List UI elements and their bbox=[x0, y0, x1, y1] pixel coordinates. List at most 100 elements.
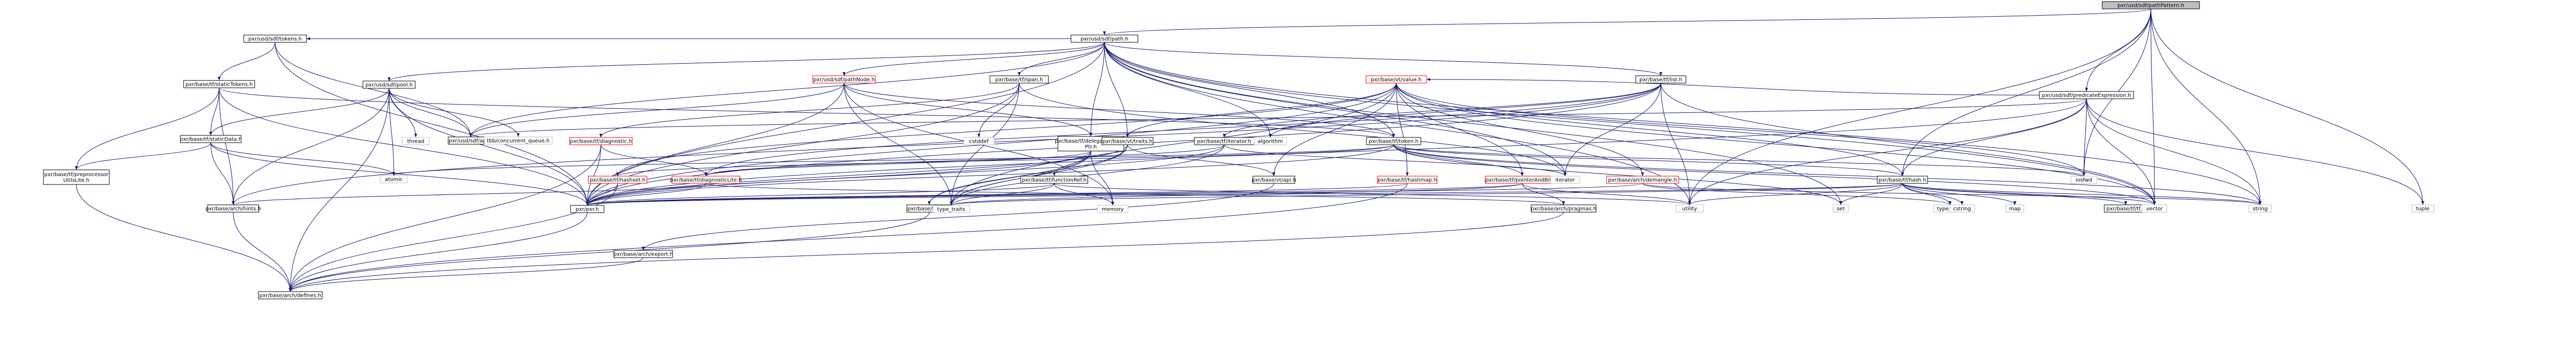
node-label: tuple bbox=[2416, 206, 2430, 212]
edge-pathPattern-to-predicateExpression bbox=[2085, 8, 2151, 92]
node-label: pxr/base/tf/diagnostic.h bbox=[570, 139, 632, 145]
node-static-data[interactable]: pxr/base/tf/staticData.h bbox=[180, 135, 242, 143]
node-diagnostic-lite[interactable]: pxr/base/tf/diagnosticLite.h bbox=[670, 176, 742, 184]
edge-pragmas-to-archDefines bbox=[289, 212, 1564, 292]
node-vt-traits[interactable]: pxr/base/vt/traits.h bbox=[1101, 137, 1154, 145]
node-box bbox=[1377, 176, 1438, 184]
edge-staticData-to-atomic bbox=[210, 142, 395, 176]
graph-nodes: pxr/usd/sdf/pathPattern.h pxr/usd/sdf/pat… bbox=[43, 1, 2434, 299]
edge-path-to-pathNode bbox=[842, 42, 1105, 76]
node-box bbox=[569, 137, 633, 145]
edge-tfToken-to-pxrH bbox=[586, 144, 1394, 206]
node-label: pxr/base/tf/hashmap.h bbox=[1377, 178, 1437, 183]
node-hints[interactable]: pxr/base/arch/hints.h bbox=[206, 204, 261, 213]
node-path-pattern[interactable]: pxr/usd/sdf/pathPattern.h bbox=[2102, 1, 2200, 9]
edge-vtValue-to-pointerAndBits bbox=[1396, 83, 1524, 177]
node-pragmas[interactable]: pxr/base/arch/pragmas.h bbox=[1531, 204, 1597, 213]
node-box bbox=[1366, 137, 1421, 145]
edge-staticTokens-to-staticData bbox=[209, 87, 220, 136]
node-tf-list[interactable]: pxr/base/tf/list.h bbox=[1635, 75, 1686, 84]
node-box bbox=[258, 291, 323, 299]
node-label: pxr/base/tf/functionRef.h bbox=[1022, 178, 1087, 183]
node-string: string bbox=[2248, 204, 2272, 213]
node-pxr-h[interactable]: pxr/pxr.h bbox=[570, 205, 605, 213]
edge-vtValue-to-vtTraits bbox=[1126, 83, 1397, 138]
node-path-node[interactable]: pxr/usd/sdf/pathNode.h bbox=[812, 75, 876, 84]
edge-sdfTokens-to-sdfApi bbox=[275, 42, 472, 137]
edge-hashmap-to-pxrH bbox=[586, 183, 1408, 206]
node-function-ref[interactable]: pxr/base/tf/functionRef.h bbox=[1020, 176, 1088, 184]
node-label: string bbox=[2253, 206, 2268, 212]
node-diagnostic[interactable]: pxr/base/tf/diagnostic.h bbox=[569, 137, 633, 145]
node-label: pxr/base/vt/value.h bbox=[1371, 77, 1422, 83]
node-iterator: iterator bbox=[1550, 176, 1580, 184]
node-path[interactable]: pxr/usd/sdf/path.h bbox=[1070, 34, 1138, 43]
node-predicate-expression[interactable]: pxr/usd/sdf/predicateExpression.h bbox=[2039, 91, 2134, 99]
edge-pointerAndBits-to-utility bbox=[1522, 183, 1691, 205]
edge-sdfPool-to-sdfApi bbox=[389, 88, 472, 137]
node-label: pxr/base/tf/hash.h bbox=[1878, 178, 1926, 183]
node-box bbox=[812, 75, 876, 84]
edge-path-to-utility bbox=[1104, 42, 1691, 205]
node-box bbox=[1550, 176, 1580, 184]
node-sdf-pool[interactable]: pxr/usd/sdf/pool.h bbox=[362, 80, 416, 89]
edge-vtValue-to-tfHash bbox=[1396, 83, 1904, 177]
node-label: pxr/base/vt/api.h bbox=[1252, 178, 1296, 183]
node-sdf-api[interactable]: pxr/usd/sdf/api.h bbox=[448, 136, 494, 145]
node-algorithm: algorithm bbox=[1253, 137, 1287, 145]
node-box bbox=[2248, 204, 2272, 213]
node-label: thread bbox=[407, 139, 425, 145]
node-sdf-tokens[interactable]: pxr/usd/sdf/tokens.h bbox=[243, 34, 307, 43]
edge-tfToken-to-set bbox=[1393, 144, 1842, 205]
edge-tfToken-to-iosfwd bbox=[1393, 144, 2085, 177]
edge-path-to-algorithm bbox=[1104, 42, 1272, 138]
edge-vtTraits-to-vtApi bbox=[1127, 144, 1275, 177]
node-label: pxr/base/arch/defines.h bbox=[259, 293, 321, 299]
node-tf-iterator[interactable]: pxr/base/tf/iterator.h bbox=[1194, 137, 1255, 145]
node-arch-export[interactable]: pxr/base/arch/export.h bbox=[613, 250, 673, 258]
node-label: pxr/base/tf/tf.h bbox=[2106, 206, 2145, 212]
edge-vtValue-to-typeTraits bbox=[950, 83, 1397, 206]
node-demangle[interactable]: pxr/base/arch/demangle.h bbox=[1606, 176, 1679, 184]
edge-sdfPool-to-tbbQueue bbox=[389, 88, 520, 137]
node-iosfwd: iosfwd bbox=[2070, 176, 2098, 184]
edge-hashmap-to-archDefines bbox=[289, 183, 1408, 292]
edge-tfHash-to-pxrH bbox=[586, 183, 1903, 206]
node-span[interactable]: pxr/base/tf/span.h bbox=[989, 75, 1049, 84]
edge-tfToken-to-string bbox=[1393, 144, 2262, 205]
node-box bbox=[1675, 204, 1704, 213]
node-hashmap[interactable]: pxr/base/tf/hashmap.h bbox=[1377, 176, 1438, 184]
node-label: algorithm bbox=[1258, 139, 1283, 145]
edge-vtValue-to-vector bbox=[1396, 83, 2156, 205]
edge-tfHash-to-typeTraits bbox=[950, 183, 1903, 206]
node-thread: thread bbox=[402, 137, 430, 145]
edge-sdfPool-to-hints bbox=[232, 88, 390, 205]
node-hashset[interactable]: pxr/base/tf/hashset.h bbox=[588, 176, 647, 184]
node-tf-token[interactable]: pxr/base/tf/token.h bbox=[1366, 137, 1421, 145]
node-vt-api[interactable]: pxr/base/vt/api.h bbox=[1252, 176, 1296, 184]
node-tf-hash[interactable]: pxr/base/tf/hash.h bbox=[1877, 176, 1928, 184]
node-static-tokens[interactable]: pxr/base/tf/staticTokens.h bbox=[183, 80, 255, 88]
node-label: vector bbox=[2146, 206, 2163, 212]
node-box bbox=[932, 205, 970, 213]
node-vector: vector bbox=[2141, 204, 2168, 213]
node-label: pxr/base/arch/demangle.h bbox=[1608, 178, 1677, 183]
node-pointer-and-bits[interactable]: pxr/base/tf/pointerAndBits.h bbox=[1485, 176, 1560, 184]
edge-tfList-to-diagnosticLite bbox=[704, 83, 1661, 177]
edge-diagnostic-to-pxrH bbox=[586, 144, 601, 206]
edge-demangle-to-pxrH bbox=[586, 183, 1643, 206]
node-arch-defines[interactable]: pxr/base/arch/defines.h bbox=[258, 291, 323, 299]
edge-diagnostic-to-diagnosticLite bbox=[600, 144, 708, 177]
edge-vtApi-to-archExport bbox=[642, 183, 1274, 251]
edge-tfList-to-vector bbox=[1660, 83, 2156, 205]
node-label: pxr/base/arch/hints.h bbox=[206, 206, 261, 212]
node-label: pxr/base/tf/pointerAndBits.h bbox=[1485, 178, 1559, 183]
node-vt-value[interactable]: pxr/base/vt/value.h bbox=[1365, 75, 1427, 84]
node-label: pxr/usd/sdf/path.h bbox=[1080, 37, 1129, 42]
node-box bbox=[43, 169, 110, 185]
node-tf-tf[interactable]: pxr/base/tf/tf.h bbox=[2104, 204, 2148, 213]
node-label: Ptr.h bbox=[1085, 144, 1097, 150]
edge-tfHash-to-map bbox=[1902, 183, 2016, 205]
node-label: pxr/base/tf/span.h bbox=[995, 77, 1043, 83]
